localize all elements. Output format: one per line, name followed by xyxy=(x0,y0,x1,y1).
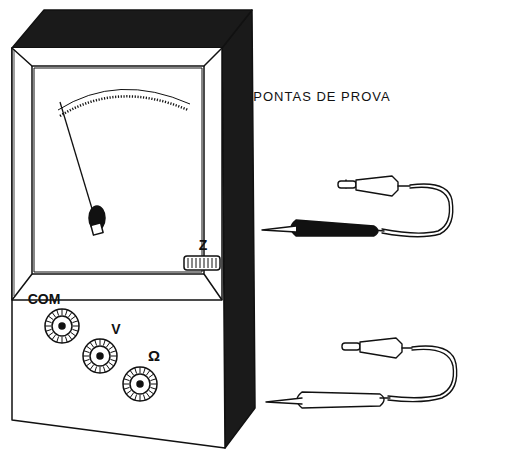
jack-terminal xyxy=(45,309,79,343)
knurl-stroke xyxy=(188,258,189,268)
jack-terminal xyxy=(83,339,117,373)
jack-label: V xyxy=(111,322,120,336)
jack-terminal xyxy=(123,367,157,401)
knob-label: Z xyxy=(199,238,208,252)
jack-label: COM xyxy=(28,292,61,306)
knurl-stroke xyxy=(212,258,213,268)
knurl-stroke xyxy=(192,258,193,268)
probe-heading: PONTAS DE PROVA xyxy=(253,90,390,103)
knurl-stroke xyxy=(204,258,205,268)
knurl-stroke xyxy=(196,258,197,268)
knurl-stroke xyxy=(200,258,201,268)
knurl-stroke xyxy=(216,258,217,268)
knurl-stroke xyxy=(208,258,209,268)
jack-label: Ω xyxy=(148,348,160,363)
